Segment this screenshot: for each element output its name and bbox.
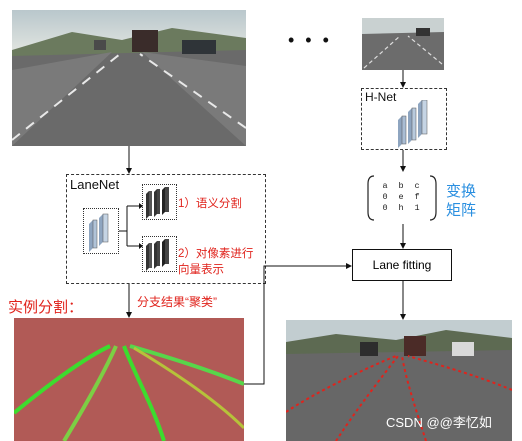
final-lane-output-image: [286, 320, 512, 441]
lanenet-encoder-frame: [83, 208, 119, 254]
hnet-label: H-Net: [365, 90, 397, 104]
branch1-decoder-icon: [146, 187, 169, 219]
transformation-matrix: a b c 0 e f 0 h 1: [377, 181, 425, 213]
matrix-cell: e: [398, 192, 404, 202]
lanenet-encoder-icon: [89, 213, 109, 252]
watermark: CSDN @@李忆如: [386, 415, 492, 430]
matrix-cell: 0: [382, 192, 388, 202]
matrix-label-line2: 矩阵: [446, 202, 477, 219]
lanenet-branch-lines: [119, 203, 143, 249]
hnet-box: [361, 88, 447, 150]
lane-fitting-box: Lane fitting: [352, 249, 452, 281]
ellipsis: • • •: [288, 30, 332, 50]
matrix-brackets: [367, 175, 437, 221]
matrix-cell: 1: [414, 203, 420, 213]
branch2-frame: [142, 236, 177, 272]
branch1-frame: [142, 184, 177, 220]
instance-segmentation-label: 实例分割：: [8, 299, 84, 316]
lanenet-box: [66, 174, 266, 284]
second-road-image: [362, 18, 444, 70]
hnet-network-icon: [398, 100, 428, 148]
matrix-cell: f: [414, 192, 420, 202]
branch2-label-line1: 2）对像素进行: [178, 248, 254, 260]
matrix-cell: a: [382, 181, 388, 191]
lanenet-label: LaneNet: [70, 177, 120, 192]
branch1-label: 1）语义分割: [178, 198, 242, 210]
matrix-cell: b: [398, 181, 404, 191]
matrix-label-line1: 变换: [446, 183, 477, 200]
cluster-label: 分支结果“聚类”: [137, 295, 217, 309]
branch2-decoder-icon: [146, 239, 169, 271]
input-road-image: [12, 10, 246, 146]
matrix-cell: h: [398, 203, 404, 213]
matrix-cell: c: [414, 181, 420, 191]
segmentation-output-image: [14, 318, 244, 441]
matrix-cell: 0: [382, 203, 388, 213]
branch2-label-line2: 向量表示: [178, 264, 224, 276]
